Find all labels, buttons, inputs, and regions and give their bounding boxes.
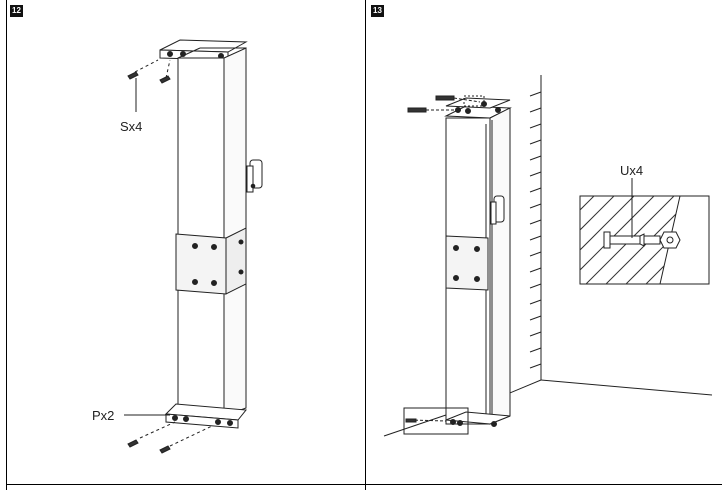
- px2-label: Px2: [92, 408, 114, 423]
- side-handle-13: [490, 195, 505, 225]
- sx4-label: Sx4: [120, 119, 142, 134]
- step-13-badge: 13: [371, 5, 384, 17]
- top-bolts-13: [407, 95, 485, 113]
- anchor-bolt: [603, 231, 681, 249]
- coupling-plate: [175, 227, 247, 295]
- step-12-badge: 12: [10, 5, 23, 17]
- wall-hatch: [529, 91, 542, 369]
- top-bracket: [159, 39, 248, 61]
- anchor-detail-inset: [579, 178, 710, 285]
- bottom-border: [6, 484, 722, 485]
- bottom-screws: [127, 421, 213, 454]
- bottom-bracket: [164, 403, 247, 429]
- divider-line: [365, 0, 366, 490]
- top-bracket-13: [445, 97, 511, 114]
- top-screws: [127, 59, 171, 84]
- step-12-illustration: [124, 39, 263, 454]
- left-border: [6, 0, 7, 490]
- step-13-illustration: [383, 75, 713, 437]
- column-body: [177, 47, 247, 417]
- detail-box: [403, 407, 469, 435]
- side-handle: [246, 159, 263, 193]
- coupling-plate-13: [445, 235, 489, 291]
- wall: [504, 75, 713, 396]
- bottom-bracket-13: [403, 407, 511, 435]
- ux4-label: Ux4: [620, 163, 643, 178]
